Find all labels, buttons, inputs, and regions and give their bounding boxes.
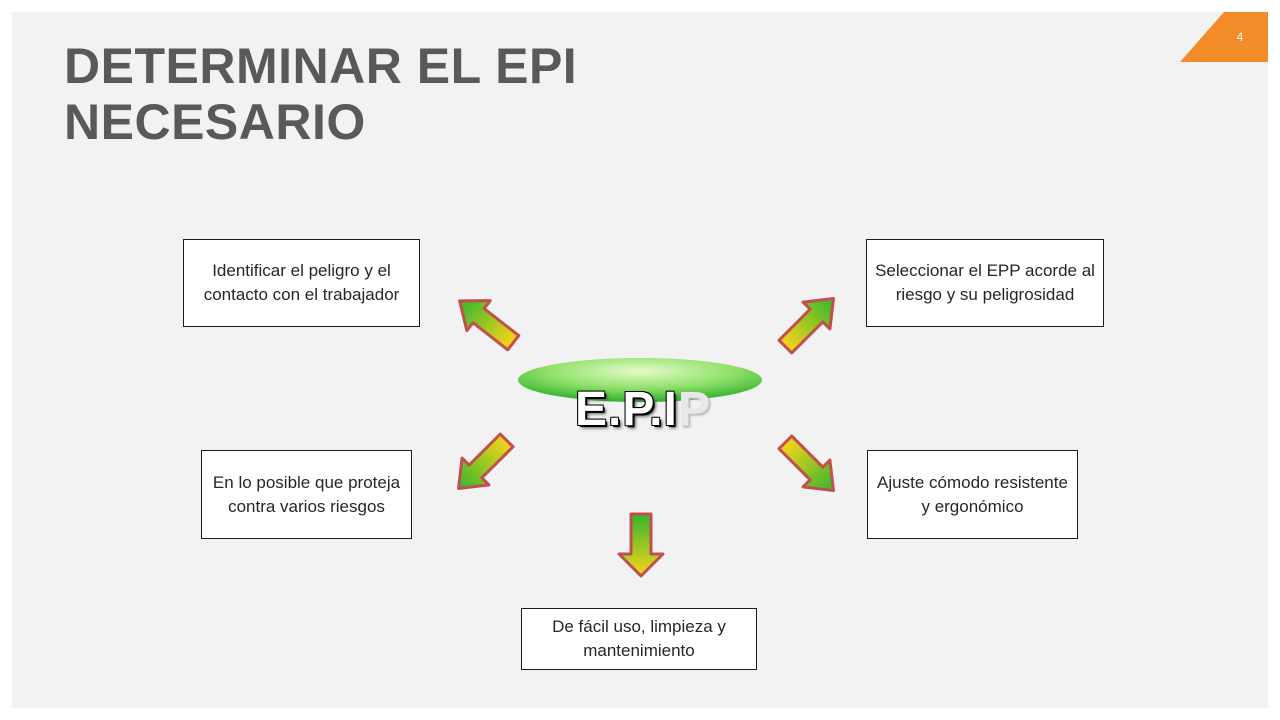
title-line-1: DETERMINAR EL EPI xyxy=(64,38,578,94)
center-ellipse xyxy=(518,358,762,402)
node-fit: Ajuste cómodo resistente y ergonómico xyxy=(867,450,1078,539)
node-easy-use: De fácil uso, limpieza y mantenimiento xyxy=(521,608,757,670)
center-label-main: E.P.I xyxy=(575,383,678,436)
center-label-epi: E.P.IP xyxy=(575,382,711,438)
title-line-2: NECESARIO xyxy=(64,94,366,150)
arrow-to-easy-use xyxy=(617,512,665,578)
node-identify: Identificar el peligro y el contacto con… xyxy=(183,239,420,327)
page-number: 4 xyxy=(1236,30,1244,44)
arrow-to-multi-risk xyxy=(457,432,515,490)
slide-title: DETERMINAR EL EPI NECESARIO xyxy=(64,38,764,150)
arrow-to-identify xyxy=(458,299,521,352)
arrow-to-select xyxy=(777,297,835,355)
node-select: Seleccionar el EPP acorde al riesgo y su… xyxy=(866,239,1104,327)
center-label-ghost: P xyxy=(677,383,711,436)
corner-accent-tab xyxy=(1180,12,1268,62)
node-multi-risk: En lo posible que proteja contra varios … xyxy=(201,450,412,539)
arrow-to-fit xyxy=(777,434,835,492)
